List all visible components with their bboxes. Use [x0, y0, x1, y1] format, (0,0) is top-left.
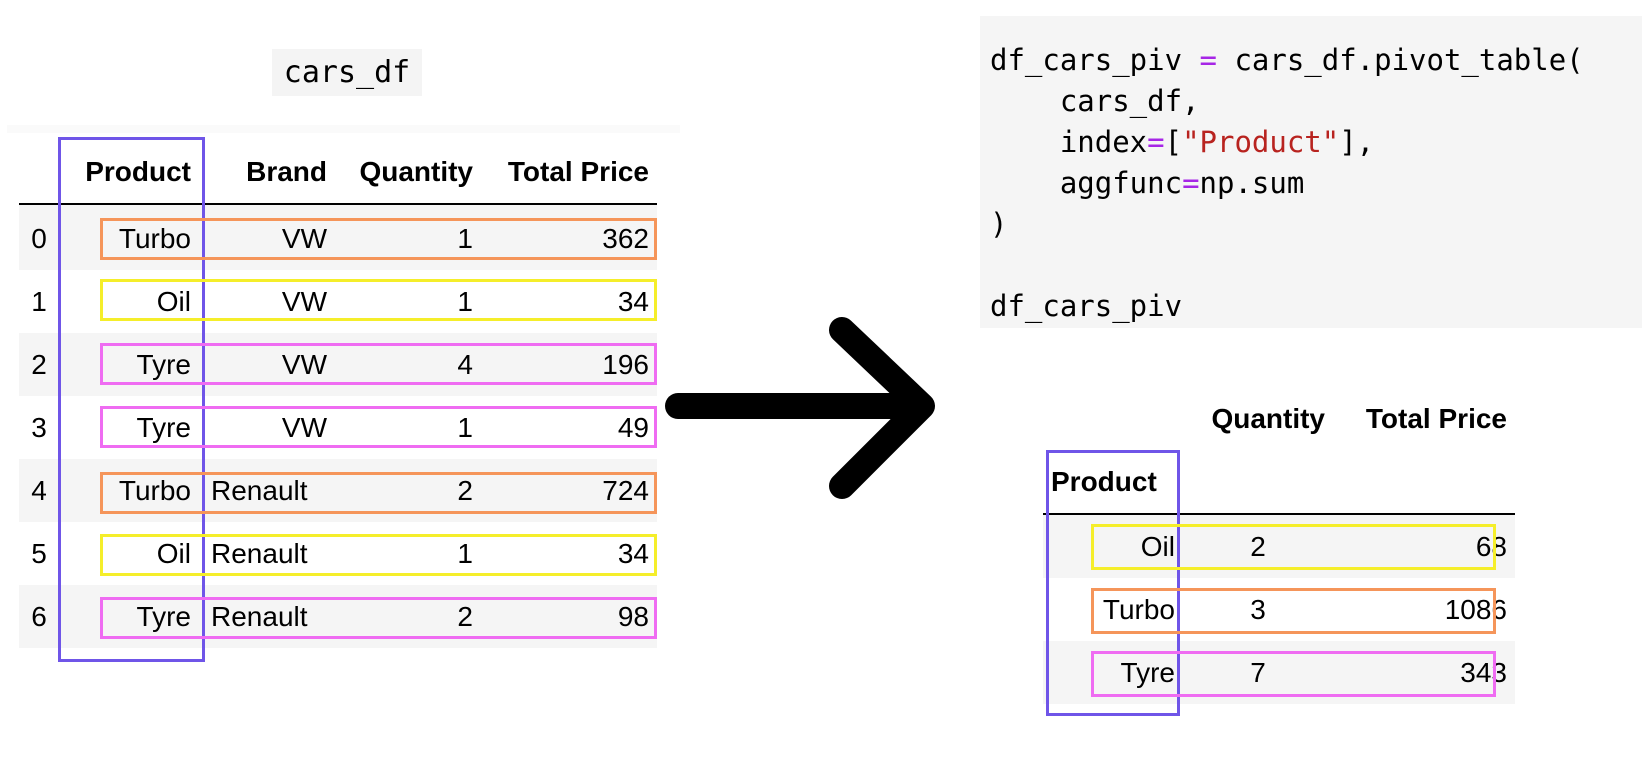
- code-operator: =: [1147, 125, 1165, 159]
- quantity-header: Quantity: [1211, 402, 1325, 434]
- brand-cell: Renault: [199, 459, 335, 522]
- total-price-cell: 362: [481, 204, 657, 270]
- pivot-table: Quantity Total Price Product Oil 2 68 Tu…: [1043, 387, 1515, 704]
- code-text: np.sum: [1199, 166, 1305, 200]
- product-cell: Tyre: [59, 333, 199, 396]
- product-header: Product: [59, 140, 199, 205]
- brand-cell: Renault: [211, 537, 308, 569]
- code-operator: =: [1182, 166, 1200, 200]
- quantity-cell: 1: [457, 285, 473, 317]
- brand-cell: VW: [199, 333, 335, 396]
- product-cell: Oil: [156, 285, 191, 317]
- table-top-band: [7, 125, 680, 133]
- header-row: Product Brand Quantity Total Price: [19, 140, 657, 205]
- corner-cell: [1043, 387, 1183, 450]
- row-index: 1: [31, 285, 47, 317]
- product-cell: Oil: [1043, 514, 1183, 578]
- index-header-row: Product: [1043, 450, 1515, 515]
- total-price-cell: 196: [481, 333, 657, 396]
- row-index: 2: [19, 333, 59, 396]
- table-row: 0 Turbo VW 1 362: [19, 204, 657, 270]
- empty-cell: [1183, 450, 1333, 515]
- table-row: 3 Tyre VW 1 49: [19, 396, 657, 459]
- quantity-cell: 1: [457, 411, 473, 443]
- quantity-cell: 3: [1250, 593, 1266, 625]
- code-operator: =: [1199, 43, 1217, 77]
- brand-cell: VW: [281, 285, 327, 317]
- cars-df-table: Product Brand Quantity Total Price 0 Tur…: [19, 140, 657, 648]
- code-text: cars_df,: [990, 84, 1200, 118]
- code-text: index: [990, 125, 1148, 159]
- code-text: ): [990, 207, 1008, 241]
- table-row: 1 Oil VW 1 34: [19, 270, 657, 333]
- index-header: [19, 140, 59, 205]
- code-text: aggfunc: [990, 166, 1183, 200]
- row-index: 4: [19, 459, 59, 522]
- product-cell: Turbo: [59, 204, 199, 270]
- product-cell: Tyre: [136, 411, 191, 443]
- cars-df-caption: cars_df: [272, 49, 422, 96]
- code-text: df_cars_piv: [990, 289, 1183, 323]
- column-header-row: Quantity Total Price: [1043, 387, 1515, 450]
- brand-cell: VW: [199, 204, 335, 270]
- table-row: Tyre 7 343: [1043, 641, 1515, 704]
- table-row: Turbo 3 1086: [1043, 578, 1515, 641]
- row-index: 5: [31, 537, 47, 569]
- code-text: cars_df.pivot_table(: [1216, 43, 1584, 77]
- quantity-header: Quantity: [335, 140, 481, 205]
- quantity-cell: 1: [457, 537, 473, 569]
- product-cell: Turbo: [1102, 593, 1175, 625]
- total-price-cell: 724: [481, 459, 657, 522]
- transform-arrow-icon: [665, 317, 935, 499]
- quantity-cell: 4: [335, 333, 481, 396]
- quantity-cell: 2: [335, 585, 481, 648]
- quantity-cell: 7: [1183, 641, 1333, 704]
- row-index: 0: [19, 204, 59, 270]
- table-row: Oil 2 68: [1043, 514, 1515, 578]
- total-price-cell: 98: [481, 585, 657, 648]
- code-text: ],: [1339, 125, 1375, 159]
- row-index: 6: [19, 585, 59, 648]
- table-row: 4 Turbo Renault 2 724: [19, 459, 657, 522]
- brand-cell: Renault: [199, 585, 335, 648]
- total-price-header: Total Price: [481, 140, 657, 205]
- quantity-cell: 1: [335, 204, 481, 270]
- product-cell: Tyre: [1043, 641, 1183, 704]
- total-price-cell: 343: [1333, 641, 1515, 704]
- brand-header: Brand: [199, 140, 335, 205]
- pivot-code: df_cars_piv = cars_df.pivot_table( cars_…: [980, 16, 1642, 327]
- row-index: 3: [31, 411, 47, 443]
- code-text: df_cars_piv: [990, 43, 1200, 77]
- product-cell: Tyre: [59, 585, 199, 648]
- product-index-header: Product: [1043, 450, 1183, 515]
- table-row: 2 Tyre VW 4 196: [19, 333, 657, 396]
- empty-cell: [1333, 450, 1515, 515]
- total-price-cell: 68: [1333, 514, 1515, 578]
- product-cell: Turbo: [59, 459, 199, 522]
- code-string: "Product": [1182, 125, 1340, 159]
- quantity-cell: 2: [1183, 514, 1333, 578]
- table-row: 6 Tyre Renault 2 98: [19, 585, 657, 648]
- total-price-cell: 49: [617, 411, 649, 443]
- brand-cell: VW: [281, 411, 327, 443]
- code-block: df_cars_piv = cars_df.pivot_table( cars_…: [980, 16, 1642, 328]
- code-text: [: [1164, 125, 1183, 159]
- quantity-cell: 2: [335, 459, 481, 522]
- table-row: 5 Oil Renault 1 34: [19, 522, 657, 585]
- total-price-cell: 1086: [1444, 593, 1507, 625]
- total-price-header: Total Price: [1365, 402, 1507, 434]
- total-price-cell: 34: [617, 285, 649, 317]
- product-cell: Oil: [156, 537, 191, 569]
- total-price-cell: 34: [617, 537, 649, 569]
